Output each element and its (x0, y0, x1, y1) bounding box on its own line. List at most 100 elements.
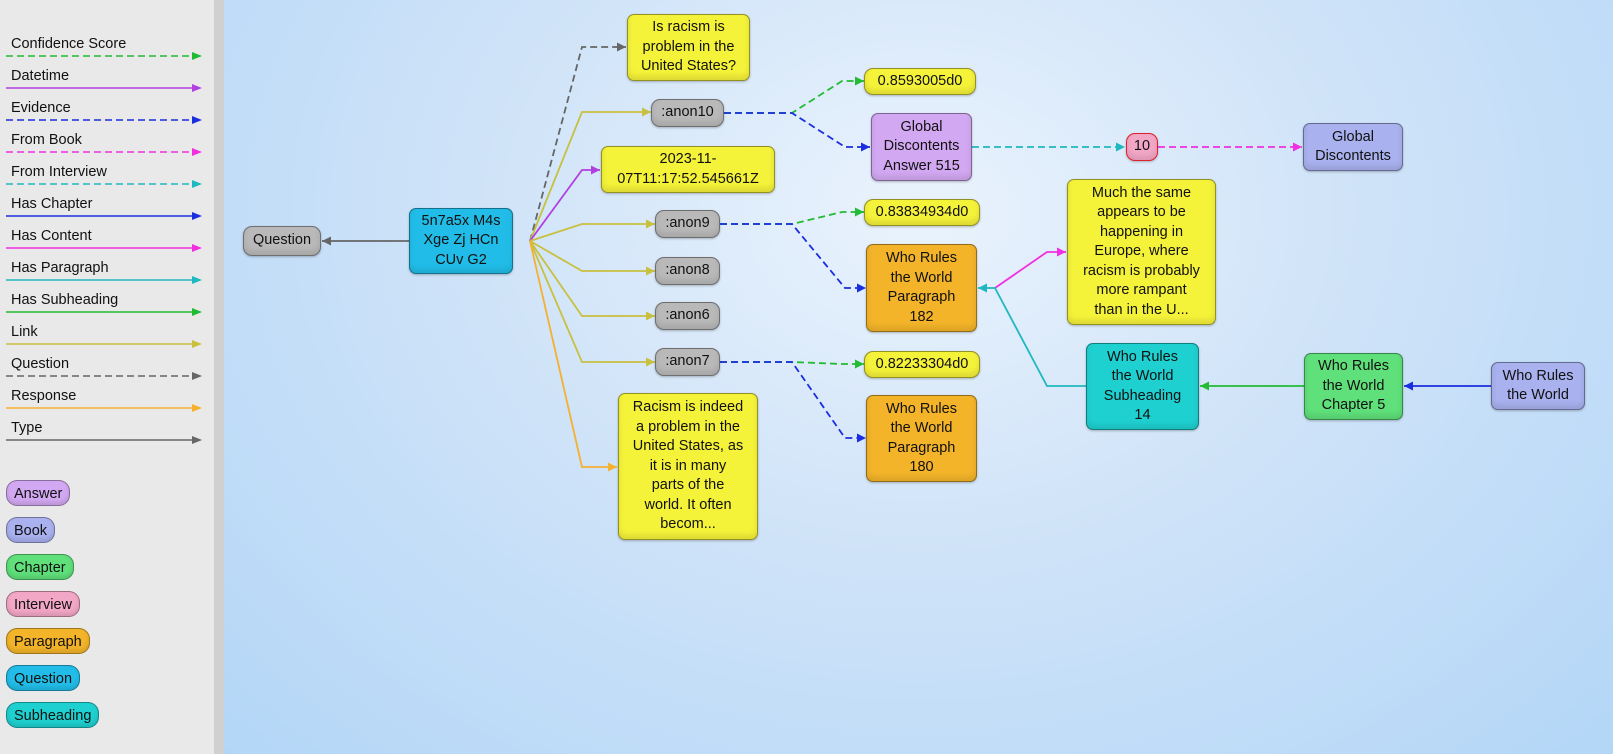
node-anon9[interactable]: :anon9 (655, 210, 720, 238)
edge-response (529, 240, 617, 468)
node-datetime[interactable]: 2023-11- 07T11:17:52.545661Z (601, 146, 775, 193)
legend-edge-line (6, 180, 202, 188)
edge-anon9-evidence (720, 223, 866, 289)
node-interview10[interactable]: 10 (1126, 133, 1158, 161)
edge-arrowhead (857, 283, 866, 293)
legend-edge-label: Response (11, 388, 77, 404)
edge-link-anon6 (529, 240, 655, 317)
legend-edge-line (6, 276, 202, 284)
edge-arrowhead (591, 165, 600, 175)
node-question-text[interactable]: Is racism is problem in the United State… (627, 14, 750, 81)
node-label: :anon8 (665, 262, 710, 279)
legend-edge-label: Has Subheading (11, 292, 119, 308)
edge-arrowhead (646, 311, 655, 321)
legend-node-paragraph[interactable]: Paragraph (6, 628, 90, 654)
edge-arrowhead (1293, 142, 1302, 152)
legend-edge-line (6, 212, 202, 220)
legend-edge-label: Type (11, 420, 43, 436)
node-para180[interactable]: Who Rules the World Paragraph 180 (866, 395, 977, 482)
graph-canvas[interactable]: Question 5n7a5x M4s Xge Zj HCn CUv G2 Is r… (224, 0, 1613, 754)
legend-node-book[interactable]: Book (6, 517, 56, 543)
legend-edge-has-content[interactable]: Has Content (6, 228, 202, 254)
edge-arrowhead (1116, 142, 1125, 152)
node-label: Global Discontents (1315, 128, 1391, 165)
legend-edge-line (6, 116, 202, 124)
legend-edge-has-paragraph[interactable]: Has Paragraph (6, 260, 202, 286)
node-anon7[interactable]: :anon7 (655, 348, 720, 376)
node-label: 10 (1133, 138, 1151, 155)
node-label: Racism is indeed a problem in the United… (632, 399, 744, 533)
legend-edge-question[interactable]: Question (6, 356, 202, 382)
node-label: Much the same appears to be happening in… (1083, 184, 1200, 318)
node-label: :anon6 (665, 307, 710, 324)
legend-edge-label: Has Paragraph (11, 260, 109, 276)
legend-edge-from-interview[interactable]: From Interview (6, 164, 202, 190)
legend-edge-link[interactable]: Link (6, 324, 202, 350)
node-label: Question (252, 232, 312, 249)
legend-edge-line (6, 308, 202, 316)
legend-edge-evidence[interactable]: Evidence (6, 100, 202, 126)
node-chapter5[interactable]: Who Rules the World Chapter 5 (1304, 353, 1403, 420)
node-book-wrtw[interactable]: Who Rules the World (1491, 362, 1585, 410)
legend-edge-line (6, 436, 202, 444)
legend-edge-line (6, 404, 202, 412)
legend-node-chapter[interactable]: Chapter (6, 554, 74, 580)
node-anon6[interactable]: :anon6 (655, 302, 720, 330)
legend-edge-label: Has Chapter (11, 196, 93, 212)
edge-anon10-score (724, 80, 864, 114)
node-para182[interactable]: Who Rules the World Paragraph 182 (866, 244, 977, 332)
edge-link-anon8 (529, 240, 655, 272)
legend-node-question[interactable]: Question (6, 665, 81, 691)
panel-divider[interactable] (214, 0, 224, 754)
legend-edge-confidence-score[interactable]: Confidence Score (6, 36, 202, 62)
node-label: Is racism is problem in the United State… (640, 19, 737, 75)
legend-edge-line (6, 52, 202, 60)
node-label: Who Rules the World Subheading 14 (1103, 348, 1182, 424)
legend-edge-response[interactable]: Response (6, 388, 202, 414)
edge-arrowhead (861, 142, 870, 152)
legend-node-interview[interactable]: Interview (6, 591, 81, 617)
edge-arrowhead (978, 283, 987, 293)
edge-anon10-evidence (724, 112, 870, 148)
edge-arrowhead (617, 42, 626, 52)
legend-edge-has-subheading[interactable]: Has Subheading (6, 292, 202, 318)
node-score3[interactable]: 0.82233304d0 (864, 351, 980, 378)
edge-anon7-evidence (720, 361, 866, 439)
edge-link-anon10 (529, 111, 651, 242)
node-subheading14[interactable]: Who Rules the World Subheading 14 (1086, 343, 1199, 430)
node-answer515[interactable]: Global Discontents Answer 515 (871, 113, 972, 181)
node-label: Who Rules the World Chapter 5 (1318, 358, 1389, 414)
edge-arrowhead (646, 266, 655, 276)
node-book-gd[interactable]: Global Discontents (1303, 123, 1403, 171)
legend-edge-line (6, 84, 202, 92)
legend-edge-datetime[interactable]: Datetime (6, 68, 202, 94)
edge-link-anon9 (529, 223, 655, 242)
node-anon10[interactable]: :anon10 (651, 99, 724, 127)
node-content[interactable]: Much the same appears to be happening in… (1067, 179, 1216, 325)
node-label: :anon9 (665, 215, 710, 232)
node-label: Who Rules the World Paragraph 182 (886, 250, 957, 325)
node-label: 0.83834934d0 (875, 203, 969, 220)
legend-edge-label: Has Content (11, 228, 92, 244)
legend-edge-label: From Interview (11, 164, 107, 180)
node-response[interactable]: Racism is indeed a problem in the United… (618, 393, 758, 540)
legend-node-answer[interactable]: Answer (6, 480, 71, 506)
edge-arrowhead (646, 219, 655, 229)
legend-edge-from-book[interactable]: From Book (6, 132, 202, 158)
edge-anon9-score (720, 211, 864, 225)
legend-edge-label: Evidence (11, 100, 71, 116)
legend-node-subheading[interactable]: Subheading (6, 702, 100, 728)
node-question-type[interactable]: Question (243, 226, 321, 256)
node-score1[interactable]: 0.8593005d0 (864, 68, 976, 95)
legend-edge-type[interactable]: Type (6, 420, 202, 446)
legend-edge-has-chapter[interactable]: Has Chapter (6, 196, 202, 222)
edge-arrowhead (855, 359, 864, 369)
node-label: 0.8593005d0 (877, 72, 963, 89)
node-anon8[interactable]: :anon8 (655, 257, 720, 285)
edge-arrowhead (1057, 247, 1066, 257)
node-score2[interactable]: 0.83834934d0 (864, 199, 980, 226)
node-question-id[interactable]: 5n7a5x M4s Xge Zj HCn CUv G2 (409, 208, 513, 274)
edge-arrowhead (642, 107, 651, 117)
legend-edge-line (6, 340, 202, 348)
node-label: 0.82233304d0 (875, 355, 969, 372)
